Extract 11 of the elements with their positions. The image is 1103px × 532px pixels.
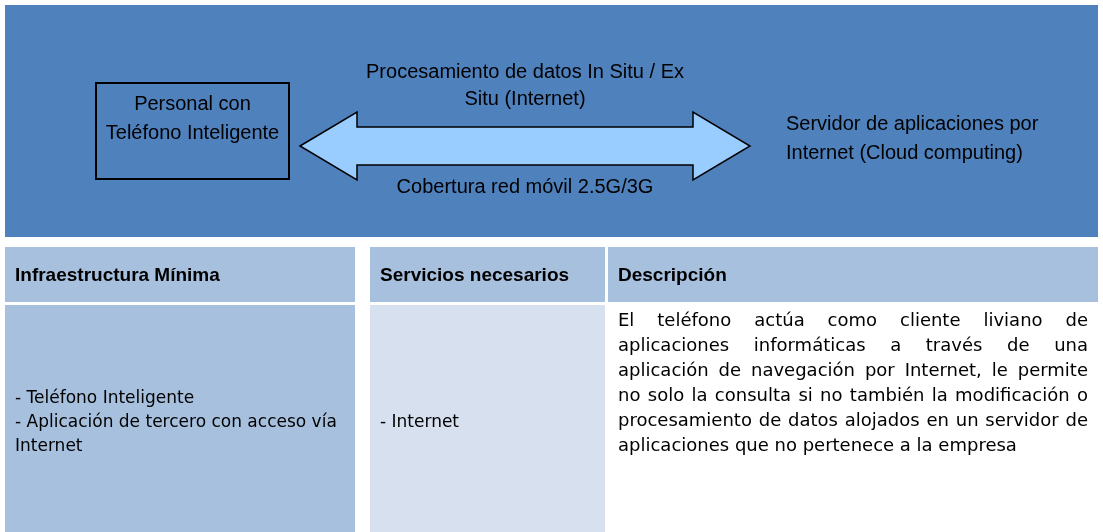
- arrow-caption: Cobertura red móvil 2.5G/3G: [395, 174, 655, 199]
- node-label: Servidor de aplicaciones por Internet (Cloud computing): [786, 111, 1040, 165]
- table-cell: - Internet: [370, 305, 605, 532]
- header-cell: Infraestructura Mínima: [5, 247, 355, 302]
- edge-label: Procesamiento de datos In Situ / Ex Situ (Internet): [365, 59, 685, 111]
- cell-text: - Aplicación de tercero con acceso vía Internet: [15, 410, 338, 457]
- cell-text: - Teléfono Inteligente: [15, 386, 196, 409]
- double-block-arrow: [298, 110, 752, 182]
- process-box: Personal con Teléfono Inteligente: [95, 82, 290, 180]
- header-cell: Servicios necesarios: [370, 247, 605, 302]
- header-cell: Descripción: [608, 247, 1098, 302]
